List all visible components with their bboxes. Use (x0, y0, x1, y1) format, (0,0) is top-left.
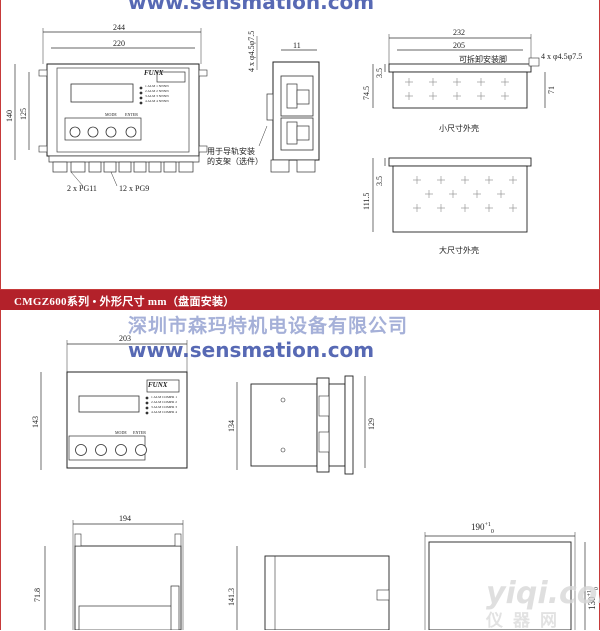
front-key-label-enter: ENTER (125, 112, 138, 117)
bottom-front-key-label-mode: MODE (115, 430, 127, 435)
bottom-front-lower-width: 194 (119, 514, 131, 523)
small-case-removable-note: 可拆卸安装脚 (459, 55, 507, 64)
bottom-front-lower-height: 71.8 (33, 588, 42, 602)
rail-note-2: 的支架（选件） (207, 157, 263, 166)
watermark-url-bottom: www.sensmation.com (128, 338, 375, 362)
bottom-front-led-label: 1 ALM COMPR 1 (151, 395, 177, 399)
gland-left-label: 2 x PG11 (67, 184, 97, 193)
watermark-corner-sub: 仪器网 (486, 611, 567, 631)
front-led-label: 3 ALM 3 NNNN (145, 94, 169, 98)
bottom-front-key-label-enter: ENTER (133, 430, 146, 435)
watermark-corner: yiqi.com (486, 576, 600, 611)
front-height-inner: 125 (19, 108, 28, 120)
gland-right-label: 12 x PG9 (119, 184, 150, 193)
front-logo: FUNX (144, 69, 164, 77)
small-case-caption: 小尺寸外壳 (439, 124, 479, 133)
small-case-width-inner: 205 (453, 41, 465, 50)
front-led-list: 1 ALM 1 NNNN 2 ALM 2 NNNN 3 ALM 3 NNNN 4… (145, 84, 169, 104)
bottom-drawing-panel: 203 143 FUNX 1 ALM COMPR 1 2 ALM COMPR 2… (0, 310, 600, 630)
small-case-width-outer: 232 (453, 28, 465, 37)
section-header-bar: CMGZ600系列 • 外形尺寸 mm（盘面安装） (0, 290, 600, 310)
front-height-outer: 140 (5, 110, 14, 122)
cutout-width: 190+10 (471, 522, 494, 535)
bottom-side-lower-height: 141.3 (227, 588, 236, 606)
rail-note-1: 用于导轨安装 (207, 147, 255, 156)
section-title: CMGZ600系列 • 外形尺寸 mm（盘面安装） (14, 296, 235, 308)
bottom-front-led-label: 3 ALM COMPR 3 (151, 405, 177, 409)
top-drawing-svg (14, 28, 546, 233)
large-case-height-small: 3.5 (375, 176, 384, 186)
bottom-front-height: 143 (31, 416, 40, 428)
top-drawing-panel: 244 220 140 125 FUNX 1 ALM 1 NNNN 2 ALM … (0, 0, 600, 290)
bottom-front-led-label: 4 ALM COMPR 4 (151, 410, 177, 414)
cutout-width-value: 190 (471, 522, 485, 532)
watermark-url-top: www.sensmation.com (128, 0, 375, 14)
cutout-width-tol: +1 (484, 522, 491, 528)
front-led-label: 4 ALM 4 NNNN (145, 99, 169, 103)
bottom-side-height-left: 134 (227, 420, 236, 432)
small-case-height-right: 71 (547, 86, 556, 94)
large-case-height-outer: 111.5 (362, 192, 371, 210)
front-led-label: 1 ALM 1 NNNN (145, 84, 169, 88)
front-led-label: 2 ALM 2 NNNN (145, 89, 169, 93)
small-case-hole-label: 4 x φ4.5φ7.5 (541, 52, 583, 61)
bottom-side-height-right: 129 (367, 418, 376, 430)
small-case-height-outer: 74.5 (362, 86, 371, 100)
bottom-front-led-list: 1 ALM COMPR 1 2 ALM COMPR 2 3 ALM COMPR … (151, 395, 177, 415)
side-hole-label: 4 x φ4.5φ7.5 (247, 30, 256, 72)
bottom-drawing-svg (40, 340, 586, 630)
bottom-front-led-label: 2 ALM COMPR 2 (151, 400, 177, 404)
front-key-label-mode: MODE (105, 112, 117, 117)
bottom-front-width: 203 (119, 334, 131, 343)
side-depth: 11 (293, 41, 301, 50)
large-case-caption: 大尺寸外壳 (439, 246, 479, 255)
front-width-outer: 244 (113, 23, 125, 32)
small-case-height-small: 3.5 (375, 68, 384, 78)
watermark-company: 深圳市森玛特机电设备有限公司 (128, 315, 409, 337)
front-width-inner: 220 (113, 39, 125, 48)
cutout-width-tol-low: 0 (490, 528, 494, 535)
bottom-front-logo: FUNX (148, 381, 168, 389)
